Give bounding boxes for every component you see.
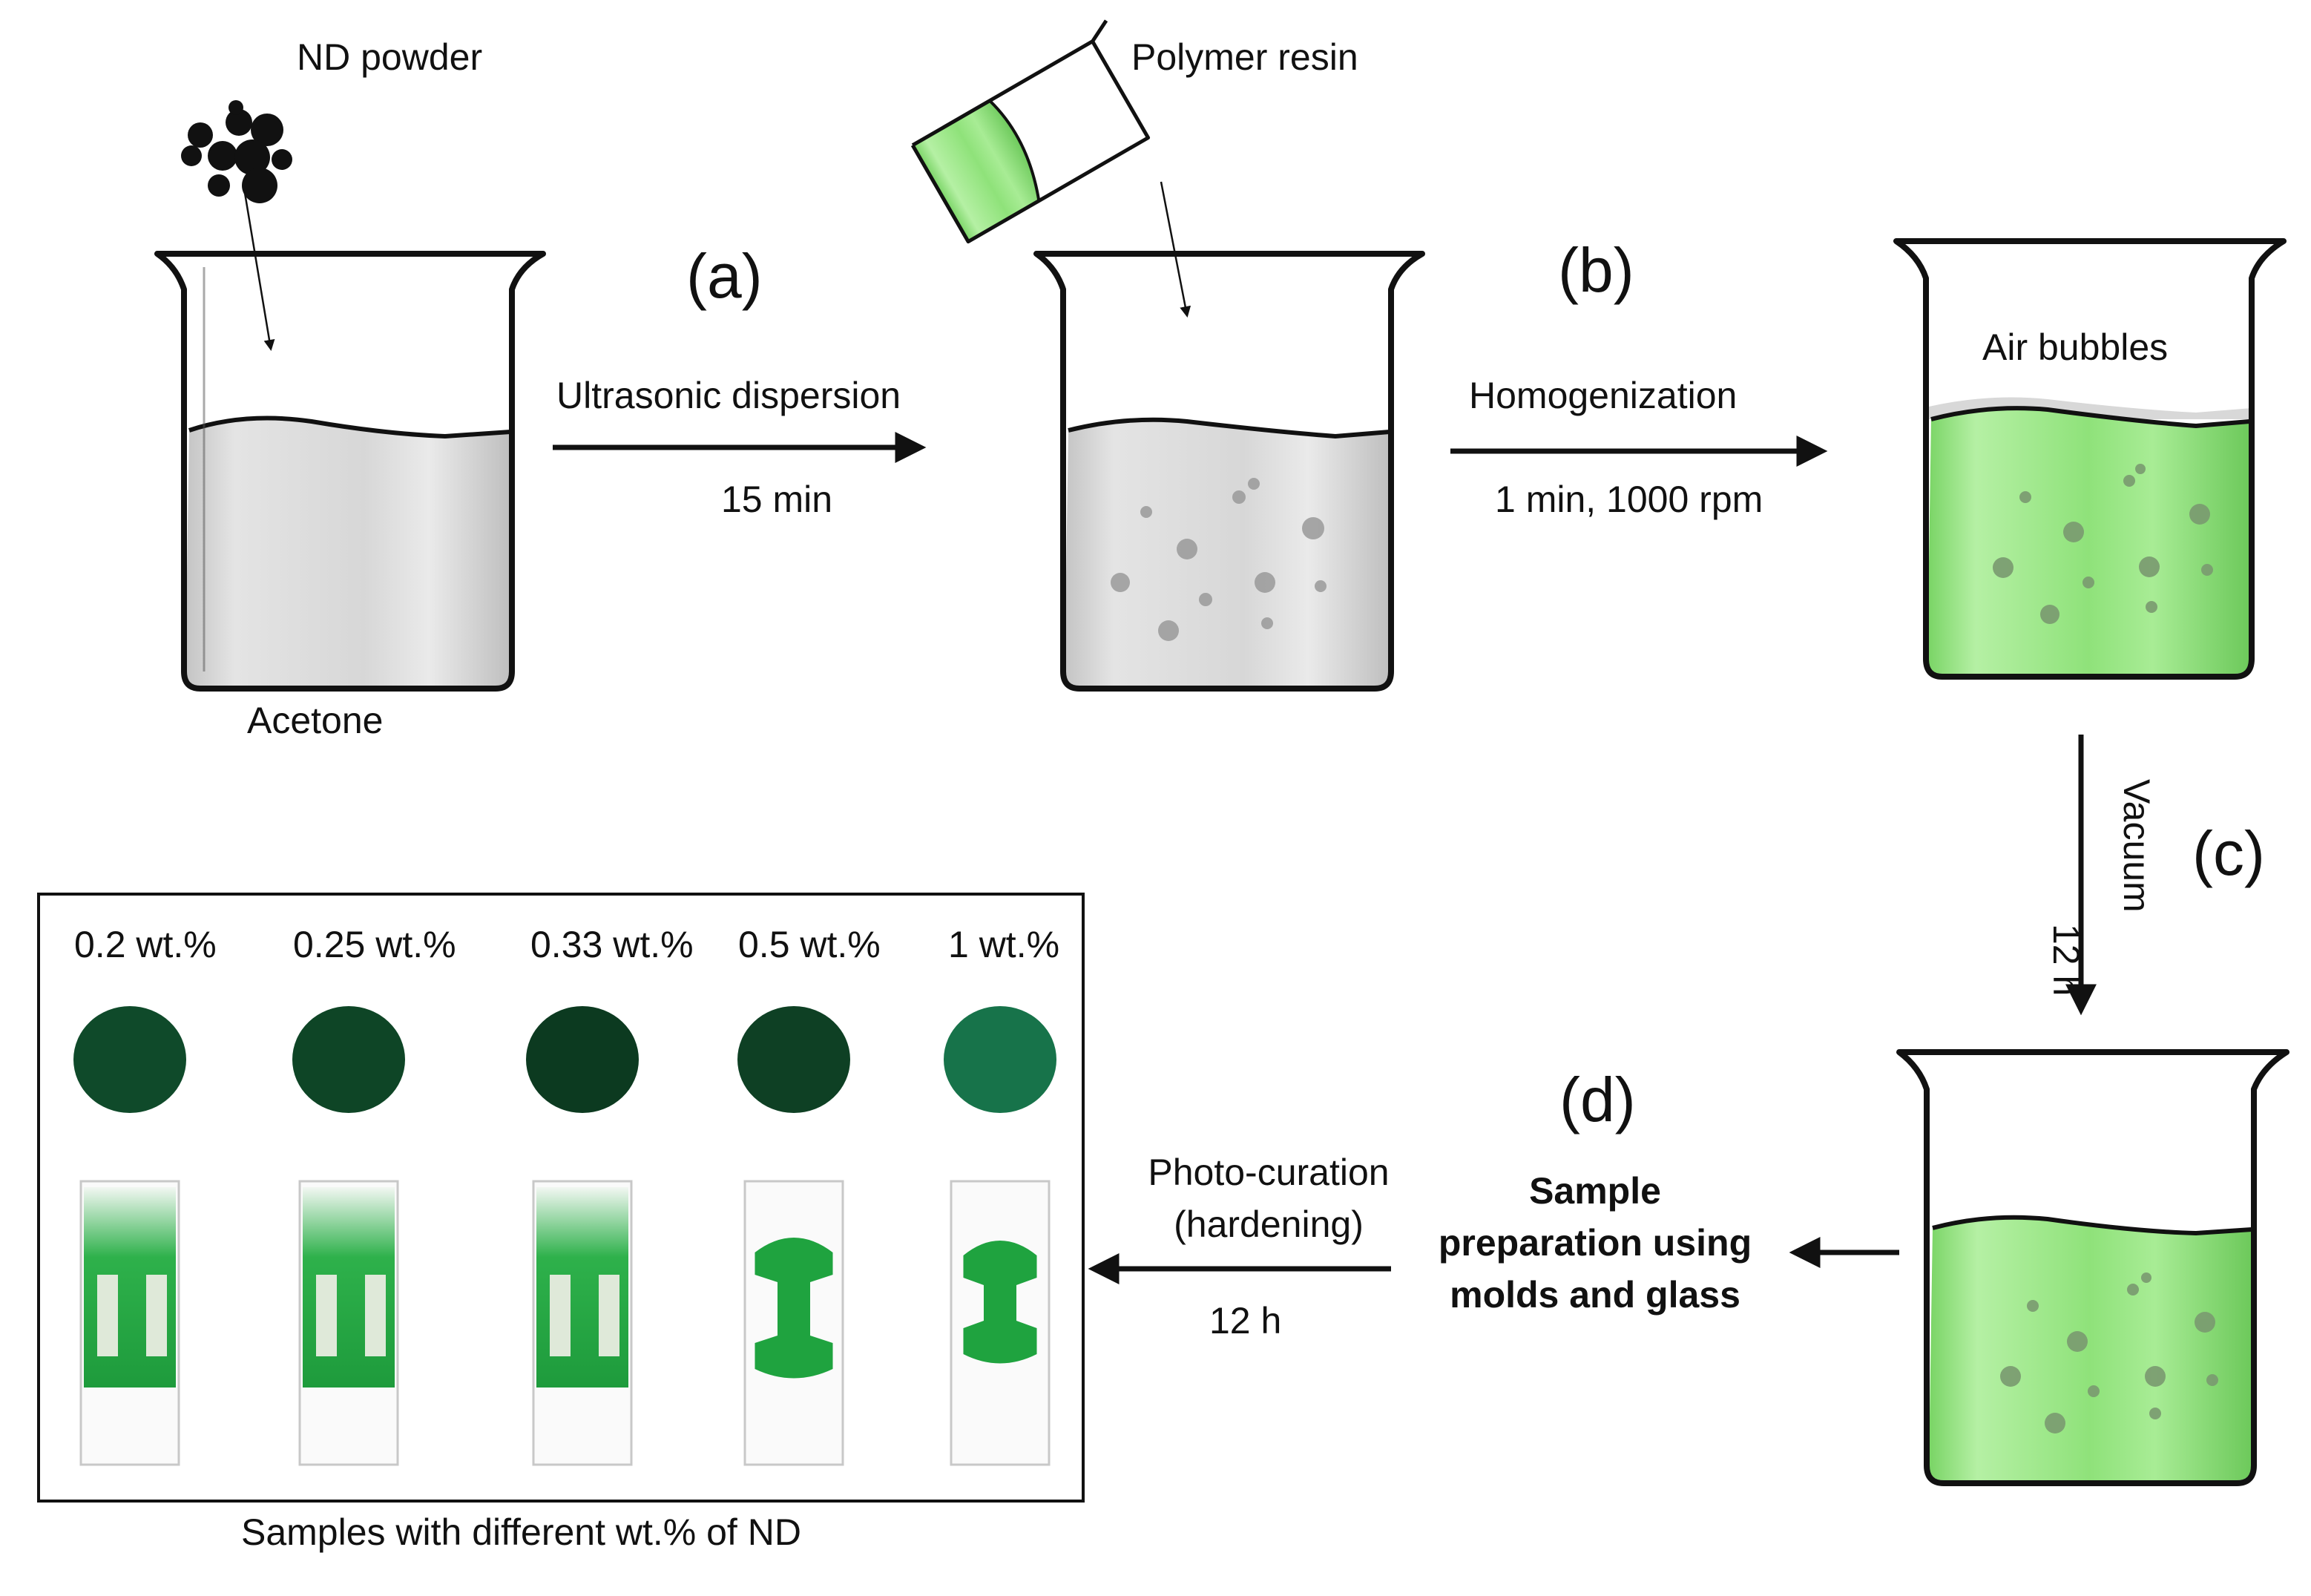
photo-curation-label: Photo-curation (hardening) [1120, 1146, 1417, 1250]
sample-disk [944, 1006, 1056, 1113]
sample-disk [737, 1006, 850, 1113]
resin-pour-arrow [1160, 181, 1191, 318]
powder-drop-arrow [243, 192, 275, 351]
sample-dogbone [755, 1238, 833, 1379]
mold-tab [316, 1275, 337, 1356]
sample-label: 1 wt.% [948, 924, 1060, 965]
polymer-resin-cup [910, 19, 1151, 244]
beaker-homogenized [1893, 238, 2287, 680]
sample-disk [292, 1006, 405, 1113]
step-a-method: Ultrasonic dispersion [556, 375, 901, 416]
step-c-tag: (c) [2192, 818, 2265, 888]
sample-label: 0.25 wt.% [293, 924, 456, 965]
step-a-tag: (a) [686, 241, 763, 311]
step-b-method: Homogenization [1469, 375, 1738, 416]
air-bubbles-label: Air bubbles [1982, 326, 2169, 368]
step-d-line-1: Sample [1529, 1170, 1661, 1212]
sample-label: 0.2 wt.% [74, 924, 217, 965]
step-b-time: 1 min, 1000 rpm [1495, 479, 1763, 520]
step-d-line-2: preparation using [1438, 1222, 1752, 1264]
sample-label: 0.5 wt.% [738, 924, 881, 965]
step-c-method: Vacuum [2116, 779, 2157, 913]
step-c-time: 12 h [2045, 924, 2087, 996]
mold-tab [365, 1275, 386, 1356]
beaker-acetone [154, 251, 546, 692]
sample-disk [526, 1006, 639, 1113]
nd-powder-label: ND powder [297, 36, 483, 78]
acetone-label: Acetone [247, 700, 384, 741]
mold-tab [146, 1275, 167, 1356]
mold-tab [97, 1275, 118, 1356]
mold-tab [599, 1275, 619, 1356]
nd-powder-particles [181, 100, 292, 203]
photo-curation-line-1: Photo-curation [1148, 1152, 1390, 1193]
photo-curation-time: 12 h [1209, 1300, 1282, 1342]
step-d-description: Sample preparation using molds and glass [1387, 1165, 1803, 1321]
polymer-resin-label: Polymer resin [1131, 36, 1358, 78]
sample-group [73, 1006, 1056, 1466]
beaker-degassed [1896, 1049, 2289, 1486]
step-d-tag: (d) [1559, 1065, 1636, 1134]
step-a-time: 15 min [721, 479, 833, 520]
mold-tab [550, 1275, 571, 1356]
sample-dogbone [963, 1241, 1037, 1364]
sample-label: 0.33 wt.% [530, 924, 694, 965]
photo-curation-line-2: (hardening) [1174, 1203, 1364, 1245]
step-b-tag: (b) [1558, 235, 1634, 305]
beaker-dispersion [1033, 251, 1425, 692]
step-d-line-3: molds and glass [1450, 1274, 1740, 1316]
samples-caption: Samples with different wt.% of ND [241, 1511, 801, 1553]
sample-disk [73, 1006, 186, 1113]
